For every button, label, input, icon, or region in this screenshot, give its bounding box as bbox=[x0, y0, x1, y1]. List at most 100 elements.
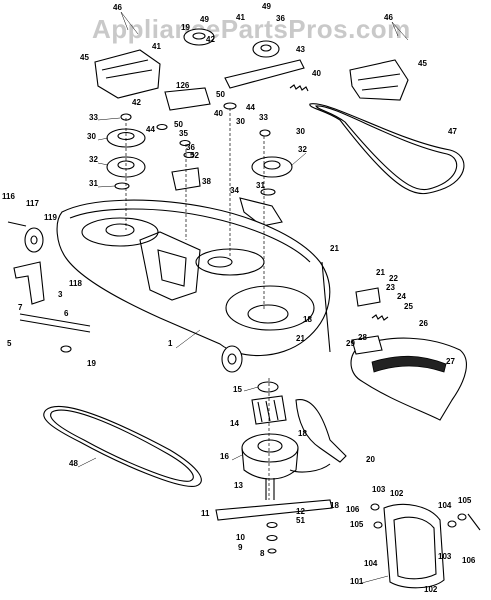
callout-47: 47 bbox=[448, 127, 457, 136]
belt-48 bbox=[43, 406, 202, 487]
callout-5: 5 bbox=[7, 339, 12, 348]
callout-105b: 105 bbox=[458, 496, 472, 505]
callout-10: 10 bbox=[236, 533, 245, 542]
callout-102b: 102 bbox=[424, 585, 438, 594]
callout-38: 38 bbox=[202, 177, 211, 186]
bolt-116 bbox=[7, 221, 27, 227]
callout-18a: 18 bbox=[303, 315, 312, 324]
callout-36b: 36 bbox=[186, 143, 195, 152]
callout-25: 25 bbox=[404, 302, 413, 311]
callout-105a: 105 bbox=[350, 520, 364, 529]
idler-pulley-right bbox=[252, 40, 280, 58]
nut-33-right bbox=[259, 129, 271, 137]
callout-11: 11 bbox=[201, 509, 210, 518]
belt-guard-left bbox=[94, 49, 161, 99]
bearing-15 bbox=[257, 381, 279, 393]
washer-31-left bbox=[114, 182, 130, 190]
callout-126: 126 bbox=[176, 81, 190, 90]
idler-pulley-top bbox=[183, 28, 215, 46]
washer-35-36 bbox=[179, 139, 195, 159]
callout-116: 116 bbox=[2, 192, 15, 201]
callout-26: 26 bbox=[419, 319, 428, 328]
callout-40b: 40 bbox=[214, 109, 223, 118]
baffle-18 bbox=[289, 463, 331, 473]
watermark-text: AppliancePartsPros.com bbox=[92, 14, 411, 44]
callout-29: 29 bbox=[346, 339, 355, 348]
callout-52: 52 bbox=[190, 151, 199, 160]
callout-16: 16 bbox=[220, 452, 229, 461]
callout-32a: 32 bbox=[298, 145, 307, 154]
spindle-shaft-13 bbox=[265, 478, 275, 500]
callout-50a: 50 bbox=[216, 90, 225, 99]
callout-46a: 46 bbox=[113, 3, 122, 12]
bracket-126 bbox=[164, 87, 211, 111]
callout-12: 12 bbox=[296, 507, 305, 516]
baffle-20 bbox=[295, 399, 347, 463]
callout-104b: 104 bbox=[364, 559, 378, 568]
deck-wheel bbox=[221, 345, 243, 373]
pulley-32-right bbox=[251, 156, 293, 178]
stabilizer-bracket-3 bbox=[13, 261, 45, 305]
callout-49a: 49 bbox=[200, 15, 209, 24]
callout-33a: 33 bbox=[89, 113, 98, 122]
callout-19b: 19 bbox=[87, 359, 96, 368]
callout-44a: 44 bbox=[246, 103, 255, 112]
mulch-plug-101 bbox=[383, 503, 445, 589]
callout-106b: 106 bbox=[462, 556, 476, 565]
hinge-22-25 bbox=[355, 287, 389, 321]
mulch-hardware bbox=[370, 503, 481, 531]
blade-nut-8-10 bbox=[266, 521, 278, 554]
callout-31b: 31 bbox=[256, 181, 265, 190]
belt-guard-right bbox=[349, 59, 409, 101]
callout-8: 8 bbox=[260, 549, 265, 558]
callout-104a: 104 bbox=[438, 501, 452, 510]
deck-housing bbox=[56, 199, 331, 357]
callout-119: 119 bbox=[44, 213, 57, 222]
callout-41b: 41 bbox=[152, 42, 161, 51]
spring-40 bbox=[289, 84, 309, 92]
callout-101: 101 bbox=[350, 577, 364, 586]
callout-3: 3 bbox=[58, 290, 63, 299]
callout-40a: 40 bbox=[312, 69, 321, 78]
callout-35: 35 bbox=[179, 129, 188, 138]
callout-42a: 42 bbox=[206, 35, 215, 44]
callout-103b: 103 bbox=[438, 552, 452, 561]
callout-45b: 45 bbox=[418, 59, 427, 68]
callout-102a: 102 bbox=[390, 489, 404, 498]
spindle-housing-16 bbox=[241, 433, 299, 480]
callout-21b: 21 bbox=[376, 268, 385, 277]
callout-50b: 50 bbox=[174, 120, 183, 129]
callout-13: 13 bbox=[234, 481, 243, 490]
callout-15: 15 bbox=[233, 385, 242, 394]
callout-23: 23 bbox=[386, 283, 395, 292]
callout-48: 48 bbox=[69, 459, 78, 468]
callout-6: 6 bbox=[64, 309, 69, 318]
deck-wheel-left bbox=[24, 227, 44, 253]
callout-106a: 106 bbox=[346, 505, 360, 514]
callout-45a: 45 bbox=[80, 53, 89, 62]
callout-18b: 18 bbox=[298, 429, 307, 438]
callout-41a: 41 bbox=[236, 13, 245, 22]
callout-43: 43 bbox=[296, 45, 305, 54]
rod-21 bbox=[321, 261, 331, 353]
callout-9: 9 bbox=[238, 543, 243, 552]
callout-19a: 19 bbox=[181, 23, 190, 32]
callout-36a: 36 bbox=[276, 14, 285, 23]
callout-7: 7 bbox=[18, 303, 23, 312]
callout-21a: 21 bbox=[330, 244, 339, 253]
callout-51: 51 bbox=[296, 516, 305, 525]
rod-6 bbox=[19, 313, 91, 333]
callout-46b: 46 bbox=[384, 13, 393, 22]
callout-18c: 18 bbox=[330, 501, 339, 510]
callout-leaders bbox=[77, 11, 409, 585]
callout-44b: 44 bbox=[146, 125, 155, 134]
callout-labels: 46 45 49 19 41 42 41 49 36 43 46 45 40 4… bbox=[2, 2, 476, 594]
callout-30c: 30 bbox=[87, 132, 96, 141]
callout-27: 27 bbox=[446, 357, 455, 366]
washer-31-right bbox=[260, 188, 276, 196]
callout-118: 118 bbox=[69, 279, 82, 288]
callout-34: 34 bbox=[230, 186, 239, 195]
callout-20: 20 bbox=[366, 455, 375, 464]
callout-33b: 33 bbox=[259, 113, 268, 122]
blade-11 bbox=[215, 499, 333, 521]
